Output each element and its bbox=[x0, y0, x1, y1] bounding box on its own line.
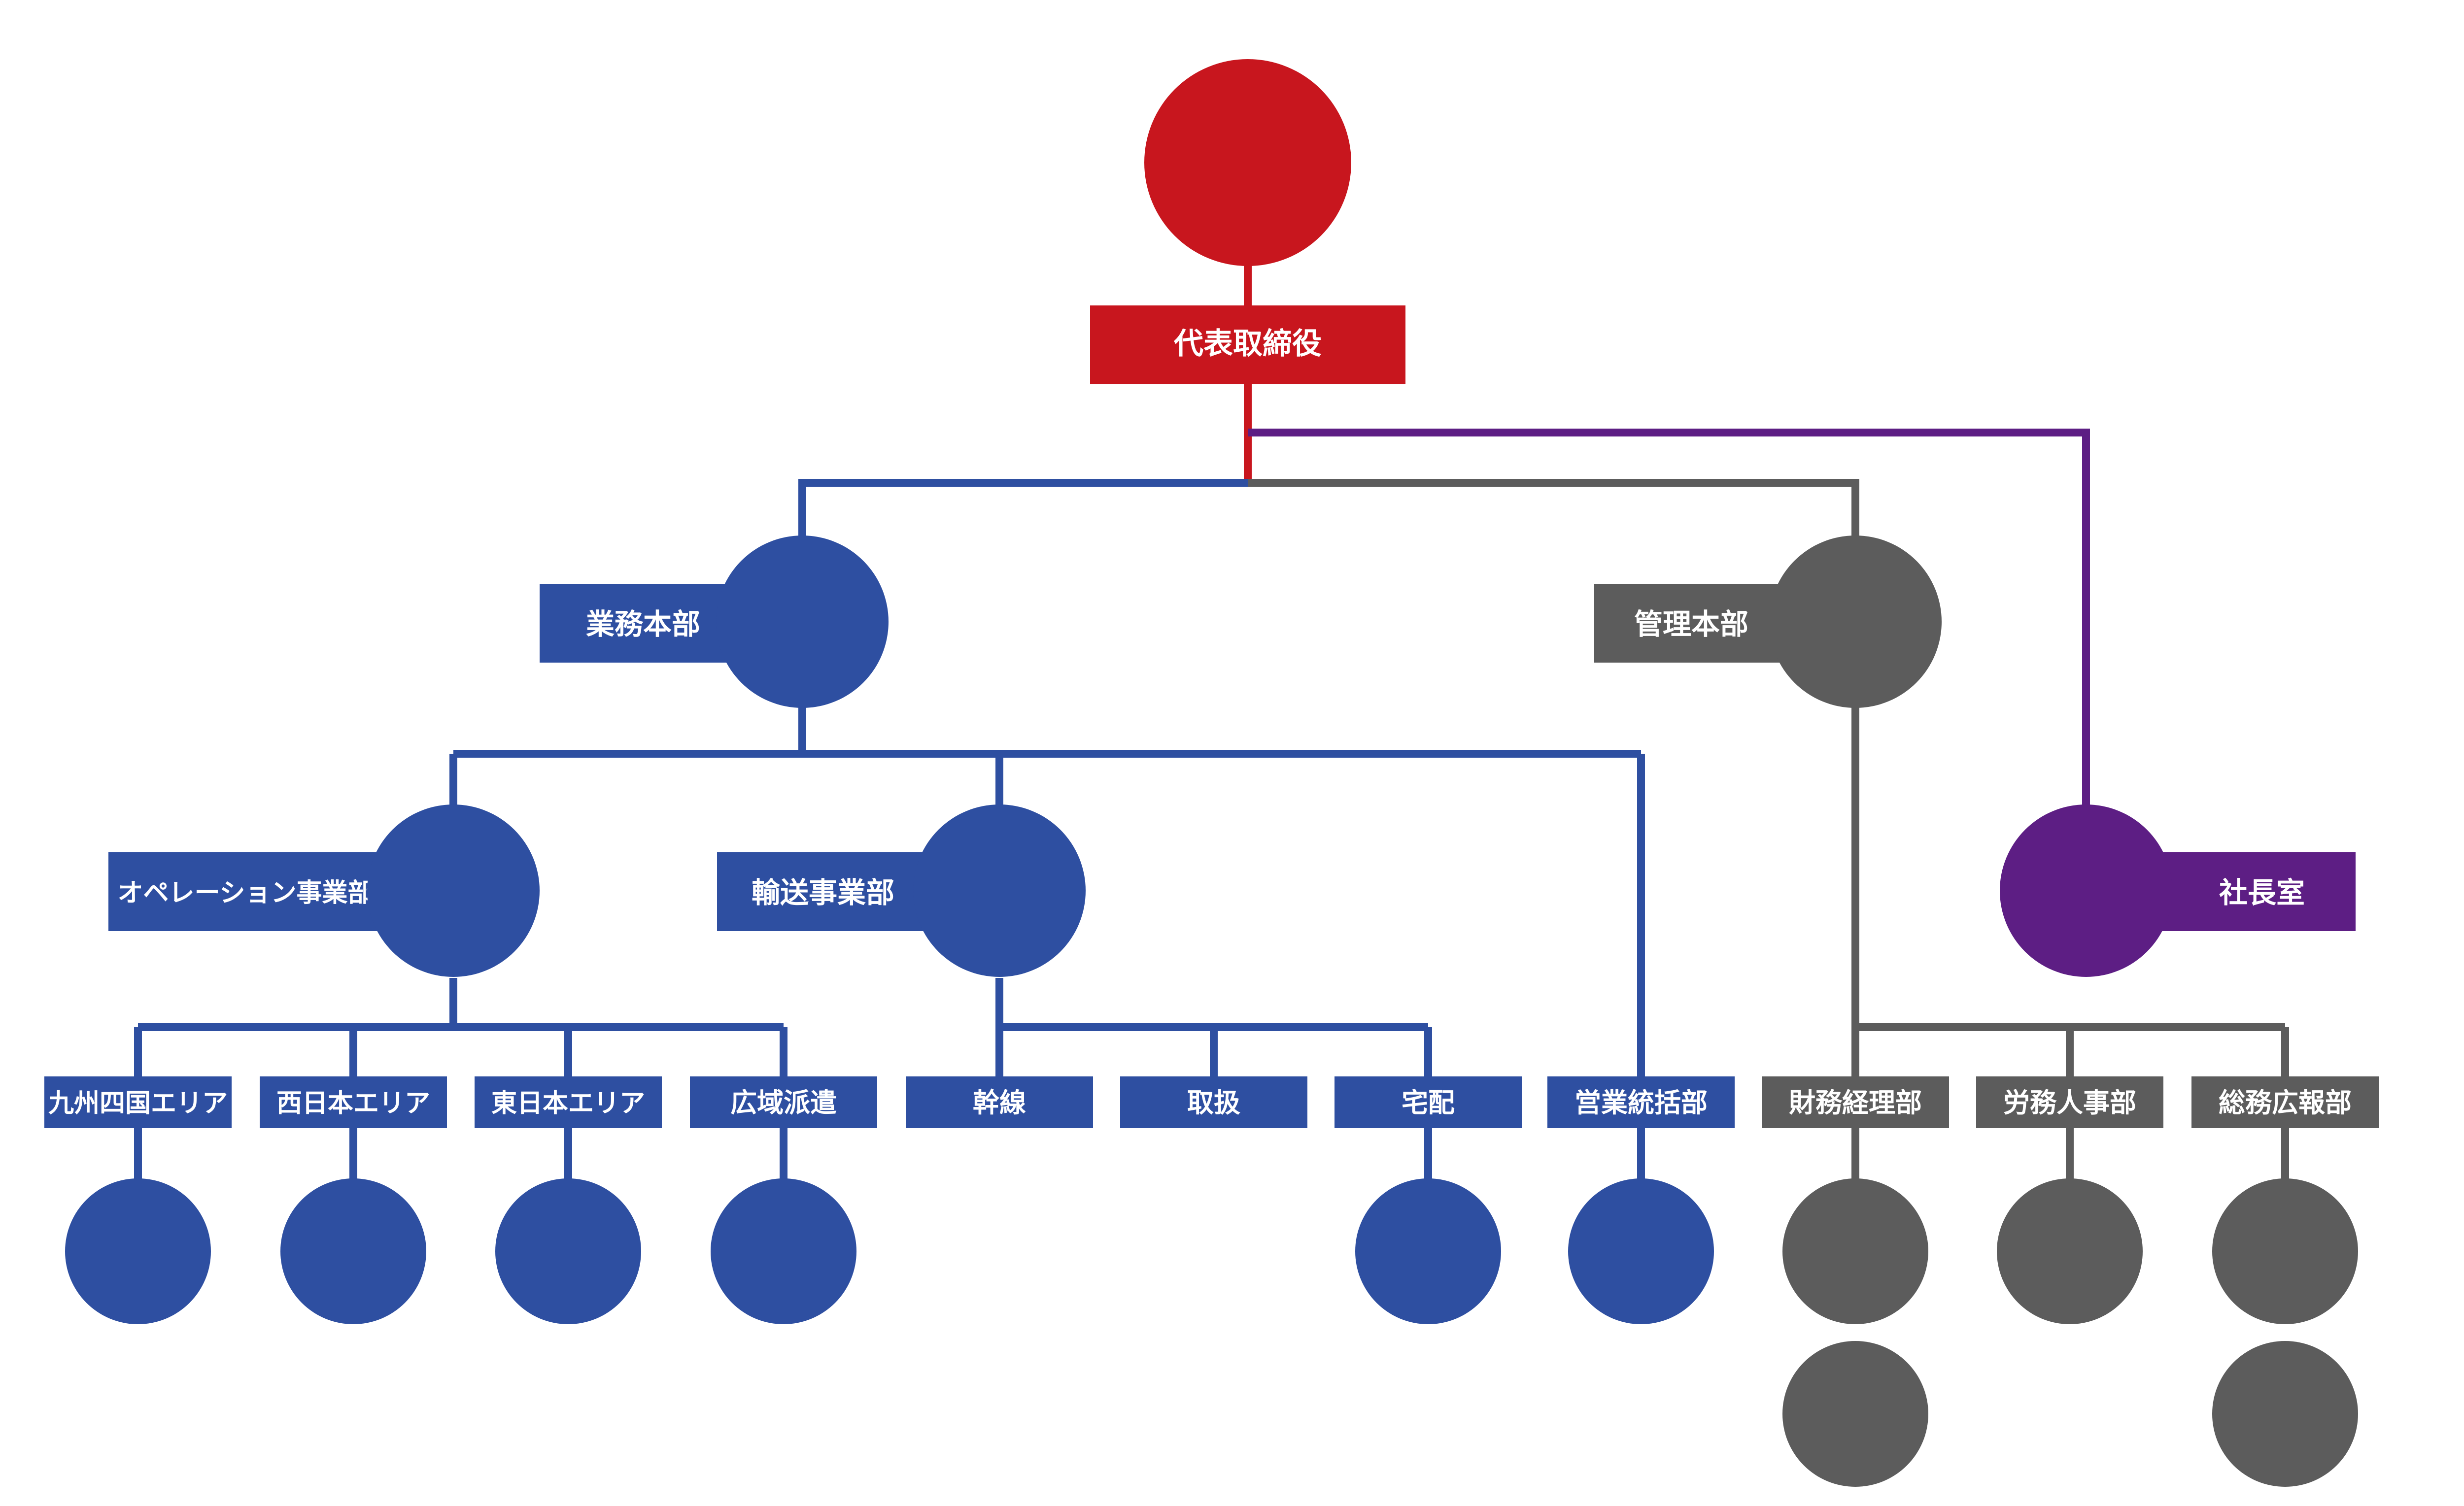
dept-delivery-label: 宅配 bbox=[1402, 1087, 1455, 1118]
dept-west-label: 西日本エリア bbox=[276, 1089, 430, 1118]
ceo-node: 代表取締役 bbox=[1090, 59, 1405, 384]
dept-east-box bbox=[475, 1076, 662, 1128]
transport-unit-node: 輸送事業部 bbox=[717, 804, 1086, 977]
office-ring bbox=[2000, 804, 2172, 977]
dept-hr-label: 労務人事部 bbox=[2003, 1087, 2136, 1118]
operations-unit-title: オペレーション事業部 bbox=[118, 878, 374, 908]
business-division-title: 業務本部 bbox=[586, 607, 700, 641]
staff-portrait-ring bbox=[1568, 1178, 1714, 1324]
ceo-title-box bbox=[1090, 305, 1405, 384]
dept-trunk-label: 幹線 bbox=[973, 1087, 1026, 1118]
admin-division-title: 管理本部 bbox=[1634, 607, 1748, 641]
transport-unit-ring bbox=[913, 804, 1086, 977]
dept-sales-label: 営業統括部 bbox=[1574, 1087, 1708, 1118]
staff-portrait-ring bbox=[65, 1178, 211, 1324]
dept-pr-box bbox=[2191, 1076, 2379, 1128]
admin-division-node: 管理本部 bbox=[1594, 535, 1942, 708]
staff-portrait-ring bbox=[2212, 1178, 2358, 1324]
dept-finance-box bbox=[1762, 1076, 1949, 1128]
staff-portrait-ring bbox=[1782, 1178, 1928, 1324]
connector-lines bbox=[134, 264, 2289, 1180]
staff-portrait-ring bbox=[711, 1178, 856, 1324]
staff-portrait-ring bbox=[2212, 1341, 2358, 1487]
business-division-ring bbox=[716, 535, 889, 708]
dept-dispatch-box bbox=[690, 1076, 877, 1128]
transport-unit-box bbox=[717, 852, 944, 931]
dept-pr-label: 総務広報部 bbox=[2219, 1087, 2352, 1118]
dept-kyushu-box bbox=[44, 1076, 232, 1128]
operations-unit-ring bbox=[367, 804, 540, 977]
staff-portrait-ring bbox=[495, 1178, 641, 1324]
staff-portrait-ring bbox=[1997, 1178, 2143, 1324]
office-node: 社長室 bbox=[2000, 804, 2356, 977]
dept-kyushu-label: 九州四国エリア bbox=[48, 1089, 228, 1118]
office-title: 社長室 bbox=[2219, 876, 2305, 909]
business-division-node: 業務本部 bbox=[540, 535, 889, 708]
staff-portrait-ring bbox=[1782, 1341, 1928, 1487]
admin-division-ring bbox=[1769, 535, 1942, 708]
operations-unit-node: オペレーション事業部 bbox=[108, 804, 540, 977]
operations-unit-box bbox=[108, 852, 404, 931]
staff-portrait-ring bbox=[1355, 1178, 1501, 1324]
dept-east-label: 東日本エリア bbox=[491, 1089, 645, 1118]
staff-portrait-ring bbox=[280, 1178, 426, 1324]
dept-handling-label: 取扱 bbox=[1187, 1087, 1240, 1118]
dept-handling-box bbox=[1120, 1076, 1307, 1128]
dept-west-box bbox=[260, 1076, 447, 1128]
dept-finance-label: 財務経理部 bbox=[1789, 1087, 1922, 1118]
ceo-title: 代表取締役 bbox=[1173, 327, 1322, 361]
transport-unit-title: 輸送事業部 bbox=[752, 876, 894, 909]
department-row: 九州四国エリア 西日本エリア 東日本エリア 広域派遣 幹線 取扱 宅配 営業統括… bbox=[44, 1076, 2379, 1128]
dept-delivery-box bbox=[1335, 1076, 1522, 1128]
dept-dispatch-label: 広域派遣 bbox=[730, 1087, 837, 1118]
dept-trunk-box bbox=[906, 1076, 1093, 1128]
ceo-portrait-ring bbox=[1144, 59, 1351, 266]
dept-sales-box bbox=[1547, 1076, 1735, 1128]
staff-portraits bbox=[65, 1178, 2358, 1487]
dept-hr-box bbox=[1976, 1076, 2163, 1128]
